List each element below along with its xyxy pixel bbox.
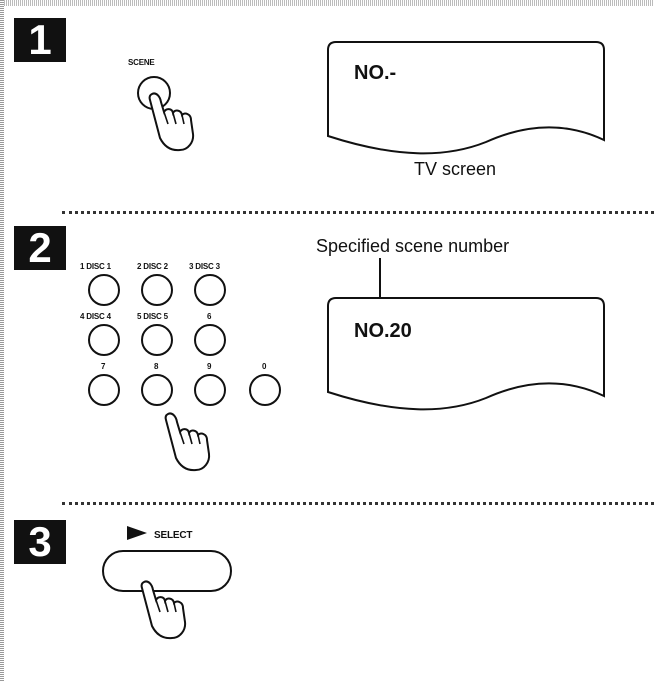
page-edge-top xyxy=(0,0,654,6)
tv-screen-caption: TV screen xyxy=(414,159,496,180)
select-button-label: SELECT xyxy=(154,530,192,541)
key-6-label: 6 xyxy=(207,312,211,321)
hand-pointer-icon xyxy=(148,90,218,154)
step-divider-2 xyxy=(62,502,654,505)
hand-pointer-icon xyxy=(140,578,210,642)
key-2-label: 2 DISC 2 xyxy=(137,262,168,271)
page-edge-left xyxy=(0,0,4,681)
hand-pointer-icon xyxy=(164,410,234,474)
step-2-number: 2 xyxy=(14,226,66,270)
key-4-button[interactable] xyxy=(87,323,121,357)
key-0-button[interactable] xyxy=(248,373,282,407)
key-3-label: 3 DISC 3 xyxy=(189,262,220,271)
key-7-button[interactable] xyxy=(87,373,121,407)
step-divider-1 xyxy=(62,211,654,214)
key-5-label: 5 DISC 5 xyxy=(137,312,168,321)
key-7-label: 7 xyxy=(101,362,105,371)
tv-screen-2-text: NO.20 xyxy=(354,320,412,343)
play-icon xyxy=(127,526,149,542)
key-6-button[interactable] xyxy=(193,323,227,357)
tv-screen-1-text: NO.- xyxy=(354,62,396,85)
key-8-label: 8 xyxy=(154,362,158,371)
step-3-number: 3 xyxy=(14,520,66,564)
scene-button-label: SCENE xyxy=(128,58,155,67)
tv-screen-2 xyxy=(326,296,606,414)
key-9-button[interactable] xyxy=(193,373,227,407)
annotation-specified-scene: Specified scene number xyxy=(316,236,509,257)
key-8-button[interactable] xyxy=(140,373,174,407)
key-9-label: 9 xyxy=(207,362,211,371)
key-2-button[interactable] xyxy=(140,273,174,307)
key-1-button[interactable] xyxy=(87,273,121,307)
key-4-label: 4 DISC 4 xyxy=(80,312,111,321)
key-1-label: 1 DISC 1 xyxy=(80,262,111,271)
step-1-number: 1 xyxy=(14,18,66,62)
tv-screen-1 xyxy=(326,40,606,158)
key-0-label: 0 xyxy=(262,362,266,371)
key-5-button[interactable] xyxy=(140,323,174,357)
key-3-button[interactable] xyxy=(193,273,227,307)
